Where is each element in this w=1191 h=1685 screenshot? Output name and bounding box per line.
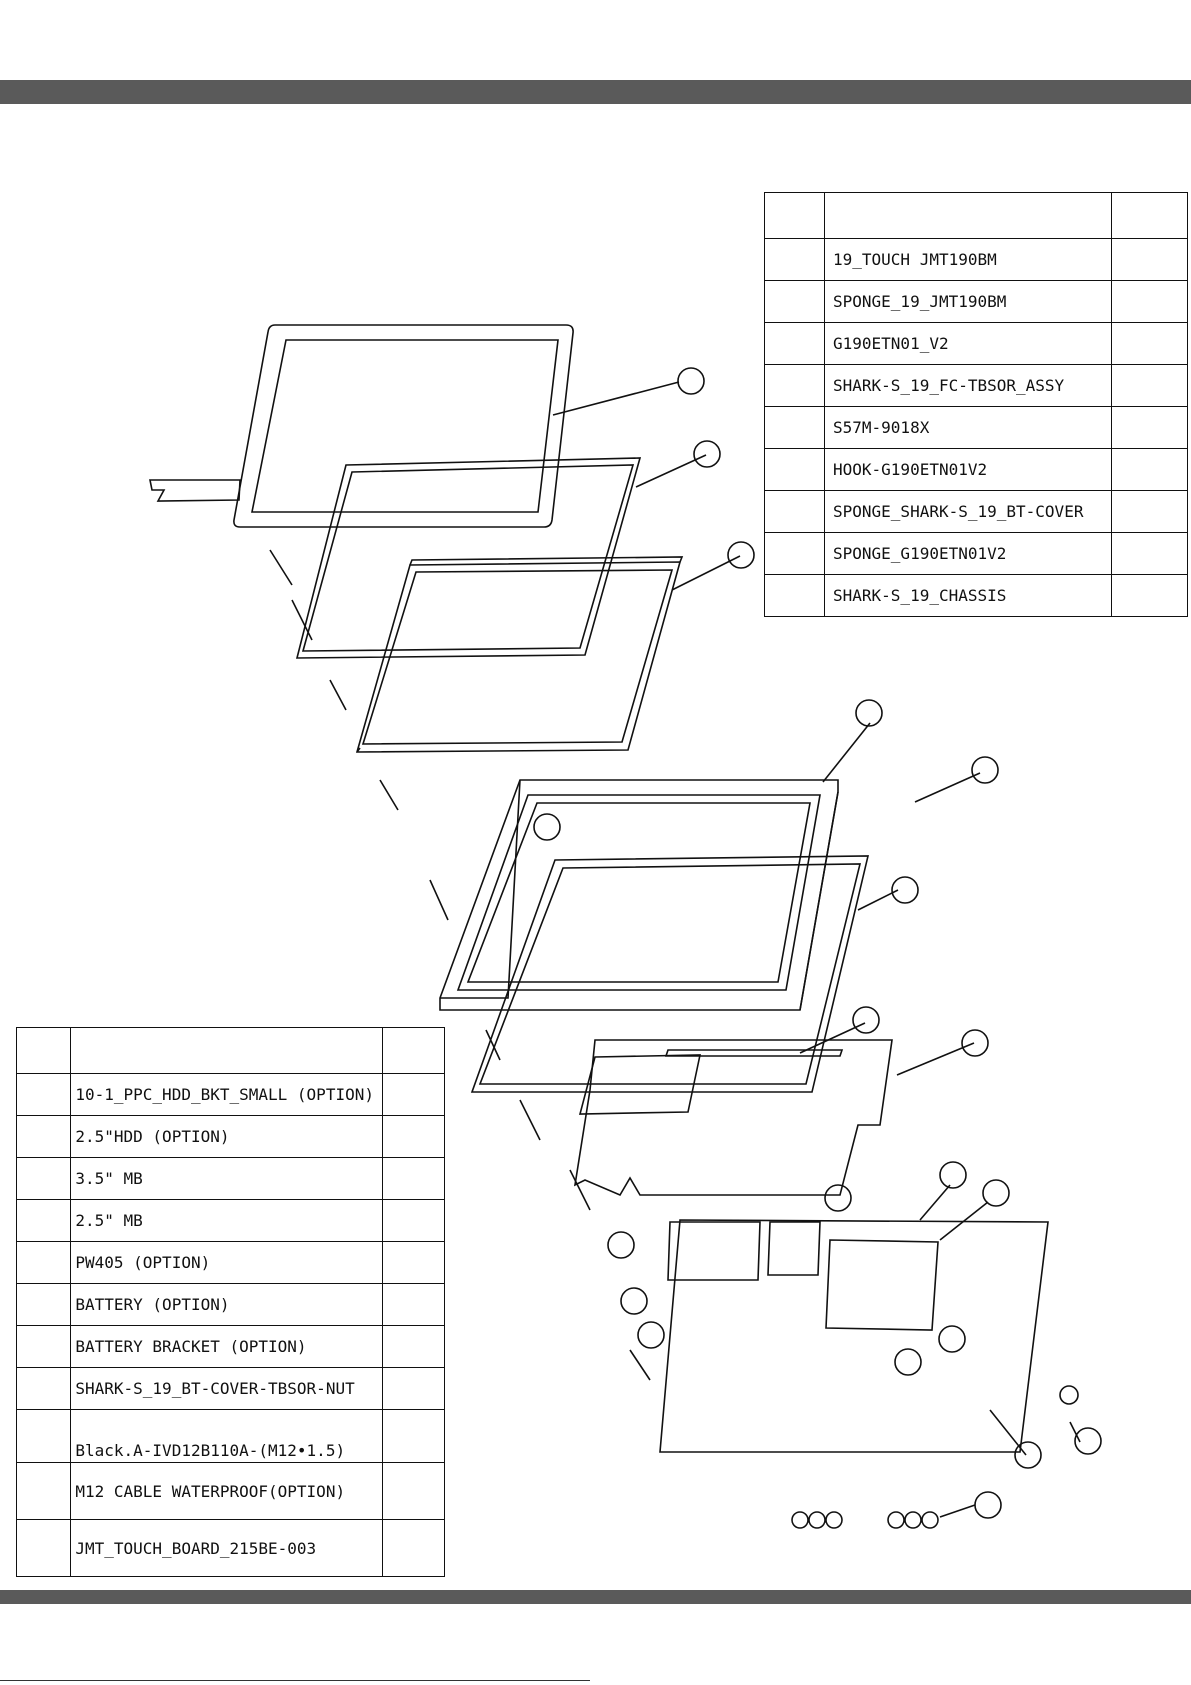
table-row: SHARK-S_19_BT-COVER-TBSOR-NUT bbox=[15, 1367, 446, 1410]
part-name: SHARK-S_19_BT-COVER-TBSOR-NUT bbox=[70, 1367, 383, 1410]
table-row: SPONGE_19_JMT190BM bbox=[764, 280, 1188, 323]
part-name: 10-1_PPC_HDD_BKT_SMALL (OPTION) bbox=[70, 1073, 383, 1116]
table-row: 2.5"HDD (OPTION) bbox=[15, 1115, 446, 1158]
table-row: HOOK-G190ETN01V2 bbox=[764, 448, 1188, 491]
part-name: M12 CABLE WATERPROOF(OPTION) bbox=[70, 1462, 383, 1520]
table-row: SPONGE_SHARK-S_19_BT-COVER bbox=[764, 490, 1188, 533]
part-name: SHARK-S_19_FC-TBSOR_ASSY bbox=[824, 364, 1112, 407]
table-row: SPONGE_G190ETN01V2 bbox=[764, 532, 1188, 575]
part-name: S57M-9018X bbox=[824, 406, 1112, 449]
header-no bbox=[764, 192, 825, 239]
front-bezel bbox=[439, 779, 839, 1011]
part-name: JMT_TOUCH_BOARD_215BE-003 bbox=[70, 1519, 383, 1577]
header-qty bbox=[381, 1027, 446, 1074]
table-row: S57M-9018X bbox=[764, 406, 1188, 449]
part-name: G190ETN01_V2 bbox=[824, 322, 1112, 365]
back-cover bbox=[573, 1039, 893, 1197]
header-part bbox=[824, 192, 1112, 239]
table-row: 10-1_PPC_HDD_BKT_SMALL (OPTION) bbox=[15, 1073, 446, 1116]
rear-sponge bbox=[470, 855, 870, 1093]
table-row: Black.A-IVD12B110A-(M12•1.5) bbox=[15, 1409, 446, 1463]
part-name: SHARK-S_19_CHASSIS bbox=[824, 574, 1112, 617]
chassis bbox=[659, 1219, 1049, 1453]
parts-table-top: 19_TOUCH JMT190BM SPONGE_19_JMT190BM G19… bbox=[764, 192, 1188, 617]
table-row: G190ETN01_V2 bbox=[764, 322, 1188, 365]
table-row: PW405 (OPTION) bbox=[15, 1241, 446, 1284]
header-qty bbox=[1111, 192, 1188, 239]
table-row: SHARK-S_19_FC-TBSOR_ASSY bbox=[764, 364, 1188, 407]
part-name: SPONGE_G190ETN01V2 bbox=[824, 532, 1112, 575]
cable-gland bbox=[1059, 1385, 1079, 1405]
part-name: 3.5" MB bbox=[70, 1157, 383, 1200]
part-name: PW405 (OPTION) bbox=[70, 1241, 383, 1284]
parts-table-bottom: 10-1_PPC_HDD_BKT_SMALL (OPTION) 2.5"HDD … bbox=[15, 1027, 446, 1577]
table-row: JMT_TOUCH_BOARD_215BE-003 bbox=[15, 1519, 446, 1577]
part-name: BATTERY (OPTION) bbox=[70, 1283, 383, 1326]
part-name: SPONGE_SHARK-S_19_BT-COVER bbox=[824, 490, 1112, 533]
table-row: BATTERY BRACKET (OPTION) bbox=[15, 1325, 446, 1368]
table-row: SHARK-S_19_CHASSIS bbox=[764, 574, 1188, 617]
footer-rule bbox=[0, 1680, 590, 1681]
part-name: HOOK-G190ETN01V2 bbox=[824, 448, 1112, 491]
table-row: 3.5" MB bbox=[15, 1157, 446, 1200]
table-header-row bbox=[764, 192, 1188, 239]
part-name: SPONGE_19_JMT190BM bbox=[824, 280, 1112, 323]
sponge-frame bbox=[295, 457, 642, 659]
header-no bbox=[15, 1027, 72, 1074]
table-header-row bbox=[15, 1027, 446, 1074]
header-part bbox=[70, 1027, 383, 1074]
footer-bar bbox=[0, 1590, 1191, 1604]
part-name: 2.5"HDD (OPTION) bbox=[70, 1115, 383, 1158]
lcd-panel bbox=[355, 556, 684, 753]
table-row: 2.5" MB bbox=[15, 1199, 446, 1242]
touch-panel bbox=[149, 324, 574, 528]
table-row: 19_TOUCH JMT190BM bbox=[764, 238, 1188, 281]
header-bar bbox=[0, 80, 1191, 104]
screw-row bbox=[791, 1511, 939, 1529]
part-name: BATTERY BRACKET (OPTION) bbox=[70, 1325, 383, 1368]
part-name: 19_TOUCH JMT190BM bbox=[824, 238, 1112, 281]
table-row: BATTERY (OPTION) bbox=[15, 1283, 446, 1326]
part-name: 2.5" MB bbox=[70, 1199, 383, 1242]
part-name: Black.A-IVD12B110A-(M12•1.5) bbox=[70, 1409, 383, 1463]
table-row: M12 CABLE WATERPROOF(OPTION) bbox=[15, 1462, 446, 1520]
